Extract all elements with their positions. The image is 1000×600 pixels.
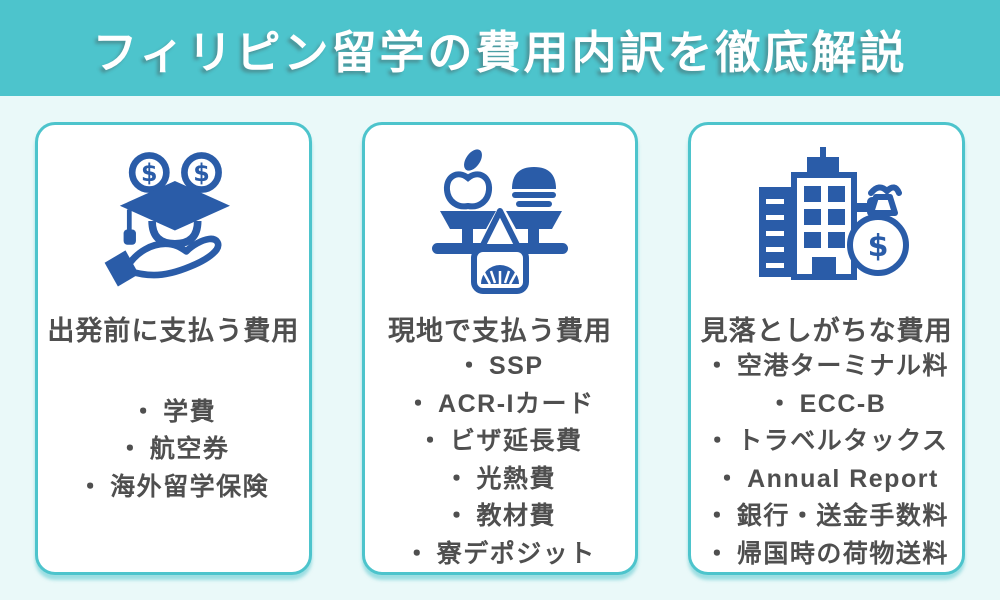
list-item: ・銀行・送金手数料 bbox=[704, 502, 949, 530]
page-title: フィリピン留学の費用内訳を徹底解説 bbox=[92, 26, 908, 78]
card-overlooked: $ 見落としがちな費用 ・空港ターミナル料 ・ECC-B ・トラベルタックス ・… bbox=[688, 122, 966, 575]
svg-text:$: $ bbox=[867, 229, 888, 264]
list-item: ・空港ターミナル料 bbox=[704, 352, 949, 380]
cost-list: ・空港ターミナル料 ・ECC-B ・トラベルタックス ・Annual Repor… bbox=[704, 348, 949, 581]
list-item: ・寮デポジット bbox=[404, 539, 596, 568]
list-item: ・ACR-Iカード bbox=[405, 389, 595, 418]
list-item: ・航空券 bbox=[117, 435, 230, 464]
list-item: ・Annual Report bbox=[714, 464, 939, 493]
list-item: ・ビザ延長費 bbox=[417, 427, 583, 455]
hand-graduation-cap-coins-icon: $ $ bbox=[97, 141, 249, 299]
cards-container: $ $ 出発前に支払う費用 ・学費 ・航空券 bbox=[0, 96, 1000, 575]
list-item: ・海外留学保険 bbox=[77, 472, 270, 501]
svg-text:$: $ bbox=[141, 159, 158, 187]
title-banner: フィリピン留学の費用内訳を徹底解説 bbox=[0, 0, 1000, 96]
list-item: ・ECC-B bbox=[767, 389, 887, 418]
list-item: ・学費 bbox=[130, 397, 217, 426]
list-item: ・帰国時の荷物送料 bbox=[704, 539, 949, 568]
balance-scale-food-icon bbox=[420, 141, 580, 299]
cost-list: ・学費 ・航空券 ・海外留学保険 bbox=[78, 348, 270, 560]
cost-list: ・SSP ・ACR-Iカード ・ビザ延長費 ・光熱費 ・教材費 ・寮デポジット bbox=[404, 348, 596, 581]
card-heading: 出発前に支払う費用 bbox=[47, 316, 300, 346]
list-item: ・教材費 bbox=[443, 502, 557, 530]
card-paid-locally: 現地で支払う費用 ・SSP ・ACR-Iカード ・ビザ延長費 ・光熱費 ・教材費… bbox=[361, 122, 639, 575]
list-item: ・SSP bbox=[456, 352, 544, 380]
svg-text:$: $ bbox=[194, 159, 211, 187]
card-heading: 見落としがちな費用 bbox=[700, 316, 953, 346]
list-item: ・トラベルタックス bbox=[704, 427, 949, 455]
list-item: ・光熱費 bbox=[443, 464, 557, 493]
card-heading: 現地で支払う費用 bbox=[388, 316, 612, 346]
building-money-bag-icon: $ bbox=[745, 141, 909, 299]
card-before-departure: $ $ 出発前に支払う費用 ・学費 ・航空券 bbox=[35, 122, 312, 575]
